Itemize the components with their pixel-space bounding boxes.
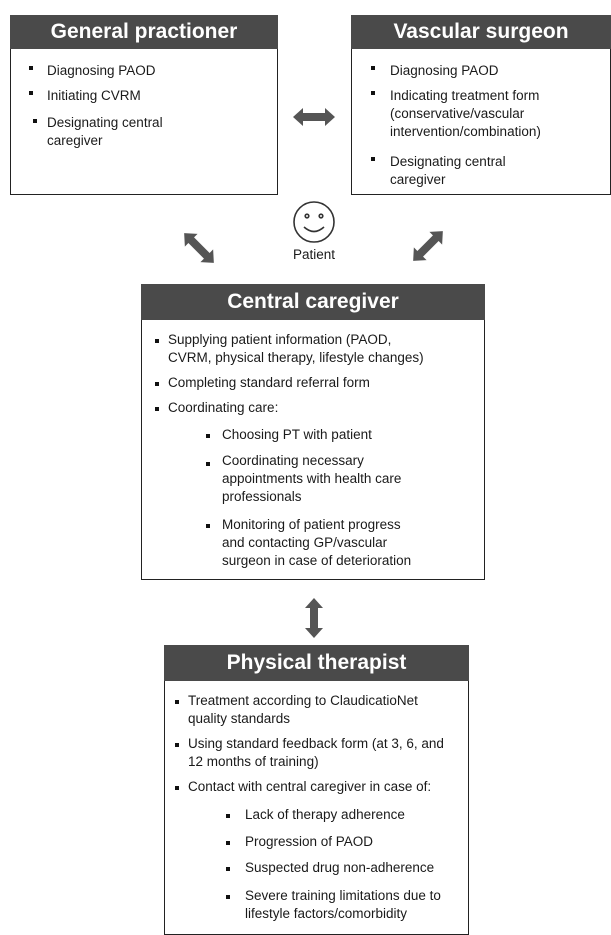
pt-sub-item-severe: Severe training limitations due to <box>245 888 441 903</box>
cc-sub-item-monitoring-cont2: surgeon in case of deterioration <box>222 553 412 568</box>
cc-item-supplying: Supplying patient information (PAOD, <box>168 332 392 347</box>
pt-item-treatment-cont: quality standards <box>188 711 291 726</box>
pt-item-contact: Contact with central caregiver in case o… <box>188 779 432 794</box>
pt-sub-item-adherence: Lack of therapy adherence <box>245 807 405 822</box>
cc-item-coordinating: Coordinating care: <box>168 400 279 415</box>
cc-title: Central caregiver <box>141 284 485 320</box>
pt-sub-bullet <box>226 895 230 899</box>
cc-sub-bullet <box>206 462 210 466</box>
cc-box <box>141 284 485 580</box>
cc-sub-item-choosing: Choosing PT with patient <box>222 427 372 442</box>
gp-item-designating: Designating central <box>47 115 163 130</box>
pt-sub-bullet <box>226 867 230 871</box>
cc-sub-item-monitoring-cont1: and contacting GP/vascular <box>222 535 388 550</box>
vs-item-indicating-cont1: (conservative/vascular <box>390 106 525 121</box>
cc-item-supplying-cont: CVRM, physical therapy, lifestyle change… <box>168 350 424 365</box>
pt-item-feedback: Using standard feedback form (at 3, 6, a… <box>188 736 444 751</box>
pt-sub-item-severe-cont: lifestyle factors/comorbidity <box>245 906 408 921</box>
gp-cc-double-arrow <box>184 233 214 263</box>
cc-bullet <box>155 407 159 411</box>
pt-sub-bullet <box>226 841 230 845</box>
vs-cc-double-arrow <box>413 231 443 261</box>
cc-sub-bullet <box>206 524 210 528</box>
patient-label: Patient <box>292 247 336 262</box>
cc-sub-item-monitoring: Monitoring of patient progress <box>222 517 401 532</box>
pt-item-treatment: Treatment according to ClaudicatioNet <box>188 693 418 708</box>
gp-item-cvrm: Initiating CVRM <box>47 88 141 103</box>
cc-bullet <box>155 382 159 386</box>
gp-title: General practioner <box>10 15 278 49</box>
gp-bullet <box>33 119 37 123</box>
pt-bullet <box>175 786 179 790</box>
gp-bullet <box>29 91 33 95</box>
vs-item-indicating: Indicating treatment form <box>390 88 540 103</box>
gp-bullet <box>29 66 33 70</box>
vs-item-indicating-cont2: intervention/combination) <box>390 124 541 139</box>
vs-title: Vascular surgeon <box>351 15 611 49</box>
pt-bullet <box>175 743 179 747</box>
pt-sub-bullet <box>226 814 230 818</box>
cc-pt-double-arrow <box>305 598 323 638</box>
vs-item-designating: Designating central <box>390 154 506 169</box>
vs-item-diagnosing: Diagnosing PAOD <box>390 63 499 78</box>
gp-item-designating-cont: caregiver <box>47 133 103 148</box>
vs-bullet <box>371 157 375 161</box>
pt-title: Physical therapist <box>164 645 469 681</box>
cc-item-completing: Completing standard referral form <box>168 375 370 390</box>
pt-sub-item-progression: Progression of PAOD <box>245 834 374 849</box>
cc-sub-item-coordinating-cont2: professionals <box>222 489 302 504</box>
pt-sub-item-drug: Suspected drug non-adherence <box>245 860 435 875</box>
gp-vs-double-arrow <box>293 108 335 126</box>
smiley-face-icon <box>293 201 335 243</box>
cc-sub-item-coordinating-cont1: appointments with health care <box>222 471 402 486</box>
gp-item-diagnosing: Diagnosing PAOD <box>47 63 156 78</box>
pt-box <box>164 645 469 935</box>
pt-item-feedback-cont: 12 months of training) <box>188 754 319 769</box>
vs-bullet <box>371 66 375 70</box>
cc-sub-bullet <box>206 434 210 438</box>
vs-bullet <box>371 91 375 95</box>
pt-bullet <box>175 700 179 704</box>
cc-bullet <box>155 339 159 343</box>
cc-sub-item-coordinating: Coordinating necessary <box>222 453 364 468</box>
vs-item-designating-cont: caregiver <box>390 172 446 187</box>
